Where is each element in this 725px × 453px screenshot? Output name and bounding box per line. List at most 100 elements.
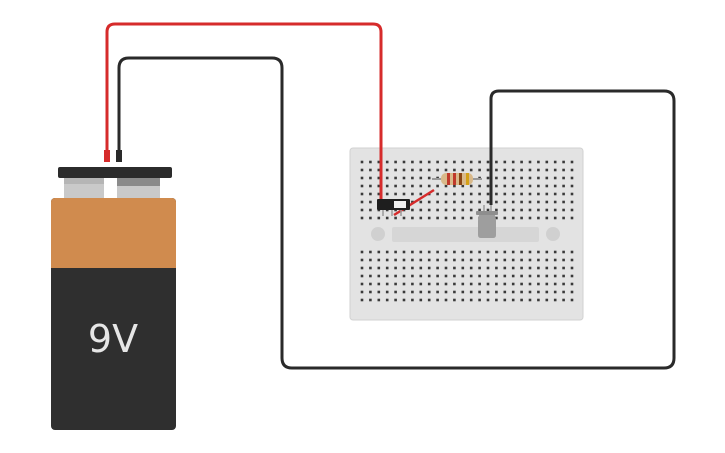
breadboard-hole[interactable]: [553, 200, 557, 204]
breadboard-hole[interactable]: [520, 184, 523, 188]
breadboard-hole[interactable]: [528, 208, 532, 212]
breadboard-hole[interactable]: [377, 266, 381, 270]
breadboard-hole[interactable]: [478, 168, 481, 172]
breadboard-hole[interactable]: [486, 192, 490, 196]
breadboard-hole[interactable]: [520, 168, 523, 172]
breadboard-hole[interactable]: [545, 274, 549, 278]
breadboard-hole[interactable]: [444, 258, 448, 262]
breadboard-hole[interactable]: [402, 160, 406, 164]
breadboard-hole[interactable]: [511, 250, 515, 254]
breadboard-hole[interactable]: [495, 216, 498, 220]
breadboard-hole[interactable]: [553, 184, 557, 188]
breadboard-hole[interactable]: [570, 176, 574, 180]
breadboard-hole[interactable]: [461, 192, 465, 196]
breadboard-hole[interactable]: [360, 168, 364, 172]
breadboard-hole[interactable]: [436, 274, 439, 278]
led[interactable]: [476, 205, 498, 238]
breadboard-hole[interactable]: [411, 290, 414, 294]
breadboard-hole[interactable]: [436, 266, 439, 270]
breadboard-hole[interactable]: [570, 282, 574, 286]
breadboard-hole[interactable]: [570, 192, 574, 196]
breadboard-hole[interactable]: [360, 282, 364, 286]
breadboard-hole[interactable]: [461, 160, 465, 164]
breadboard-hole[interactable]: [453, 274, 456, 278]
breadboard-hole[interactable]: [402, 192, 406, 196]
breadboard-hole[interactable]: [469, 216, 473, 220]
breadboard-hole[interactable]: [385, 274, 389, 278]
breadboard-hole[interactable]: [503, 282, 507, 286]
breadboard-hole[interactable]: [503, 208, 507, 212]
breadboard-hole[interactable]: [503, 168, 507, 172]
breadboard-hole[interactable]: [461, 266, 465, 270]
breadboard-hole[interactable]: [461, 250, 465, 254]
breadboard-hole[interactable]: [528, 160, 532, 164]
breadboard-hole[interactable]: [411, 250, 414, 254]
breadboard-hole[interactable]: [469, 184, 473, 188]
wire-positive[interactable]: [105, 22, 383, 200]
breadboard-hole[interactable]: [402, 184, 406, 188]
breadboard-hole[interactable]: [360, 216, 364, 220]
breadboard-hole[interactable]: [528, 184, 532, 188]
breadboard-hole[interactable]: [528, 258, 532, 262]
breadboard-hole[interactable]: [537, 298, 540, 302]
breadboard-hole[interactable]: [511, 176, 515, 180]
breadboard-hole[interactable]: [495, 250, 498, 254]
breadboard-hole[interactable]: [385, 282, 389, 286]
breadboard-hole[interactable]: [385, 258, 389, 262]
breadboard-hole[interactable]: [570, 266, 574, 270]
breadboard-hole[interactable]: [520, 258, 523, 262]
breadboard-hole[interactable]: [528, 168, 532, 172]
breadboard-hole[interactable]: [503, 184, 507, 188]
breadboard-hole[interactable]: [360, 160, 364, 164]
switch-knob[interactable]: [394, 201, 406, 208]
breadboard-hole[interactable]: [486, 274, 490, 278]
breadboard-hole[interactable]: [436, 216, 439, 220]
breadboard-hole[interactable]: [478, 266, 481, 270]
breadboard-hole[interactable]: [553, 176, 557, 180]
breadboard-hole[interactable]: [453, 298, 456, 302]
breadboard-hole[interactable]: [537, 192, 540, 196]
breadboard-hole[interactable]: [545, 290, 549, 294]
breadboard-hole[interactable]: [562, 168, 565, 172]
breadboard-hole[interactable]: [478, 298, 481, 302]
breadboard-hole[interactable]: [411, 176, 414, 180]
breadboard-hole[interactable]: [545, 258, 549, 262]
breadboard-hole[interactable]: [553, 216, 557, 220]
breadboard-hole[interactable]: [545, 298, 549, 302]
breadboard-hole[interactable]: [528, 274, 532, 278]
breadboard-hole[interactable]: [377, 184, 381, 188]
breadboard-hole[interactable]: [369, 160, 372, 164]
breadboard-hole[interactable]: [377, 298, 381, 302]
breadboard-hole[interactable]: [394, 274, 397, 278]
breadboard-hole[interactable]: [444, 192, 448, 196]
breadboard-hole[interactable]: [486, 200, 490, 204]
breadboard-hole[interactable]: [553, 282, 557, 286]
breadboard-hole[interactable]: [444, 216, 448, 220]
breadboard-hole[interactable]: [427, 168, 431, 172]
breadboard-hole[interactable]: [402, 298, 406, 302]
breadboard-hole[interactable]: [520, 274, 523, 278]
breadboard-hole[interactable]: [469, 160, 473, 164]
breadboard-hole[interactable]: [503, 176, 507, 180]
slide-switch[interactable]: [377, 199, 410, 216]
breadboard-hole[interactable]: [436, 192, 439, 196]
breadboard-hole[interactable]: [511, 282, 515, 286]
breadboard-hole[interactable]: [511, 160, 515, 164]
breadboard-hole[interactable]: [369, 216, 372, 220]
breadboard-hole[interactable]: [444, 290, 448, 294]
breadboard-hole[interactable]: [385, 290, 389, 294]
breadboard-hole[interactable]: [411, 184, 414, 188]
breadboard-hole[interactable]: [562, 282, 565, 286]
breadboard-hole[interactable]: [360, 176, 364, 180]
breadboard-hole[interactable]: [360, 184, 364, 188]
breadboard-hole[interactable]: [385, 266, 389, 270]
breadboard-hole[interactable]: [394, 160, 397, 164]
breadboard-hole[interactable]: [436, 168, 439, 172]
breadboard-hole[interactable]: [369, 290, 372, 294]
breadboard-hole[interactable]: [411, 258, 414, 262]
breadboard-hole[interactable]: [553, 192, 557, 196]
breadboard-hole[interactable]: [461, 258, 465, 262]
breadboard-hole[interactable]: [427, 216, 431, 220]
breadboard-hole[interactable]: [377, 176, 381, 180]
breadboard-hole[interactable]: [469, 250, 473, 254]
